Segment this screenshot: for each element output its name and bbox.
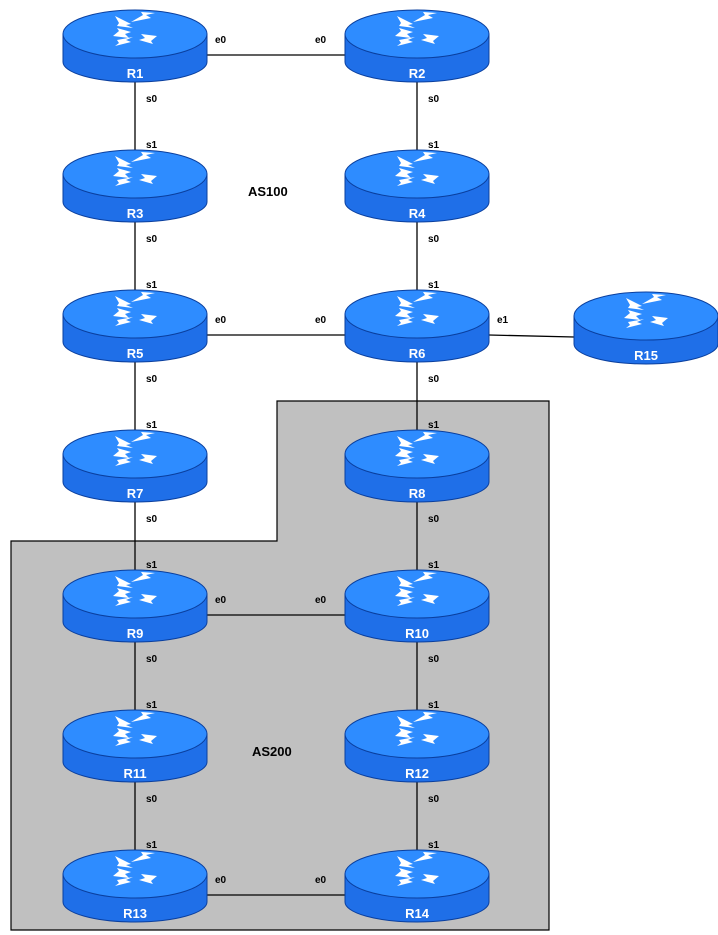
links-layer (134, 54, 575, 896)
router-r9: R9 (62, 569, 208, 643)
as200-region (10, 400, 550, 931)
router-label-r1: R1 (127, 66, 144, 81)
as100-label: AS100 (248, 184, 288, 199)
iface-label-r1-e0: e0 (215, 35, 227, 46)
router-icon (344, 709, 490, 783)
iface-label-r3-s0: s0 (146, 234, 158, 245)
router-label-r13: R13 (123, 906, 147, 921)
iface-label-r9-s0: s0 (146, 654, 158, 665)
router-icon (573, 291, 718, 365)
router-label-r4: R4 (409, 206, 426, 221)
as200-label: AS200 (252, 744, 292, 759)
iface-label-r10-s1: s1 (428, 560, 440, 571)
router-label-r5: R5 (127, 346, 144, 361)
router-label-r3: R3 (127, 206, 144, 221)
iface-label-r4-s1: s1 (428, 140, 440, 151)
router-icon (62, 149, 208, 223)
router-label-r9: R9 (127, 626, 144, 641)
router-icon (344, 289, 490, 363)
iface-label-r9-e0: e0 (215, 595, 227, 606)
iface-label-r5-s0: s0 (146, 374, 158, 385)
iface-label-r13-s1: s1 (146, 840, 158, 851)
iface-label-r7-s0: s0 (146, 514, 158, 525)
router-icon (344, 569, 490, 643)
iface-label-r2-s0: s0 (428, 94, 440, 105)
iface-label-r14-e0: e0 (315, 875, 327, 886)
router-label-r7: R7 (127, 486, 144, 501)
iface-label-r6-s0: s0 (428, 374, 440, 385)
router-r3: R3 (62, 149, 208, 223)
router-r8: R8 (344, 429, 490, 503)
iface-label-r6-e1: e1 (497, 315, 509, 326)
iface-label-r6-e0: e0 (315, 315, 327, 326)
router-icon (62, 429, 208, 503)
iface-label-r3-s1: s1 (146, 140, 158, 151)
router-r15: R15 (573, 291, 718, 365)
router-r14: R14 (344, 849, 490, 923)
router-r5: R5 (62, 289, 208, 363)
iface-label-r8-s0: s0 (428, 514, 440, 525)
router-label-r8: R8 (409, 486, 426, 501)
iface-label-r12-s1: s1 (428, 700, 440, 711)
iface-label-r9-s1: s1 (146, 560, 158, 571)
router-icon (344, 9, 490, 83)
router-icon (62, 849, 208, 923)
router-r4: R4 (344, 149, 490, 223)
iface-label-r10-s0: s0 (428, 654, 440, 665)
router-icon (344, 149, 490, 223)
iface-label-r2-e0: e0 (315, 35, 327, 46)
iface-label-r13-e0: e0 (215, 875, 227, 886)
iface-label-r4-s0: s0 (428, 234, 440, 245)
router-label-r2: R2 (409, 66, 426, 81)
router-label-r15: R15 (634, 348, 658, 363)
router-r12: R12 (344, 709, 490, 783)
router-icon (62, 709, 208, 783)
router-icon (62, 569, 208, 643)
router-r2: R2 (344, 9, 490, 83)
link-r6-r15 (488, 334, 575, 338)
router-label-r10: R10 (405, 626, 429, 641)
iface-label-r11-s0: s0 (146, 794, 158, 805)
router-label-r12: R12 (405, 766, 429, 781)
iface-label-r11-s1: s1 (146, 700, 158, 711)
router-r10: R10 (344, 569, 490, 643)
router-r6: R6 (344, 289, 490, 363)
router-icon (62, 289, 208, 363)
router-r13: R13 (62, 849, 208, 923)
iface-label-r10-e0: e0 (315, 595, 327, 606)
router-icon (344, 849, 490, 923)
router-r7: R7 (62, 429, 208, 503)
router-label-r11: R11 (123, 766, 146, 781)
iface-label-r12-s0: s0 (428, 794, 440, 805)
interface-labels: e0 e0 s0 s1 s0 s1 s0 s1 s0 s1 e0 e0 e1 s0 s1 s0 s1 s0 s1 s0… (146, 35, 509, 886)
router-r11: R11 (62, 709, 208, 783)
iface-label-r5-e0: e0 (215, 315, 227, 326)
iface-label-r5-s1: s1 (146, 280, 158, 291)
router-label-r14: R14 (405, 906, 430, 921)
router-r1: R1 (62, 9, 208, 83)
iface-label-r8-s1: s1 (428, 420, 440, 431)
iface-label-r7-s1: s1 (146, 420, 158, 431)
router-icon (344, 429, 490, 503)
router-icon (62, 9, 208, 83)
router-label-r6: R6 (409, 346, 426, 361)
iface-label-r1-s0: s0 (146, 94, 158, 105)
iface-label-r14-s1: s1 (428, 840, 440, 851)
iface-label-r6-s1: s1 (428, 280, 440, 291)
